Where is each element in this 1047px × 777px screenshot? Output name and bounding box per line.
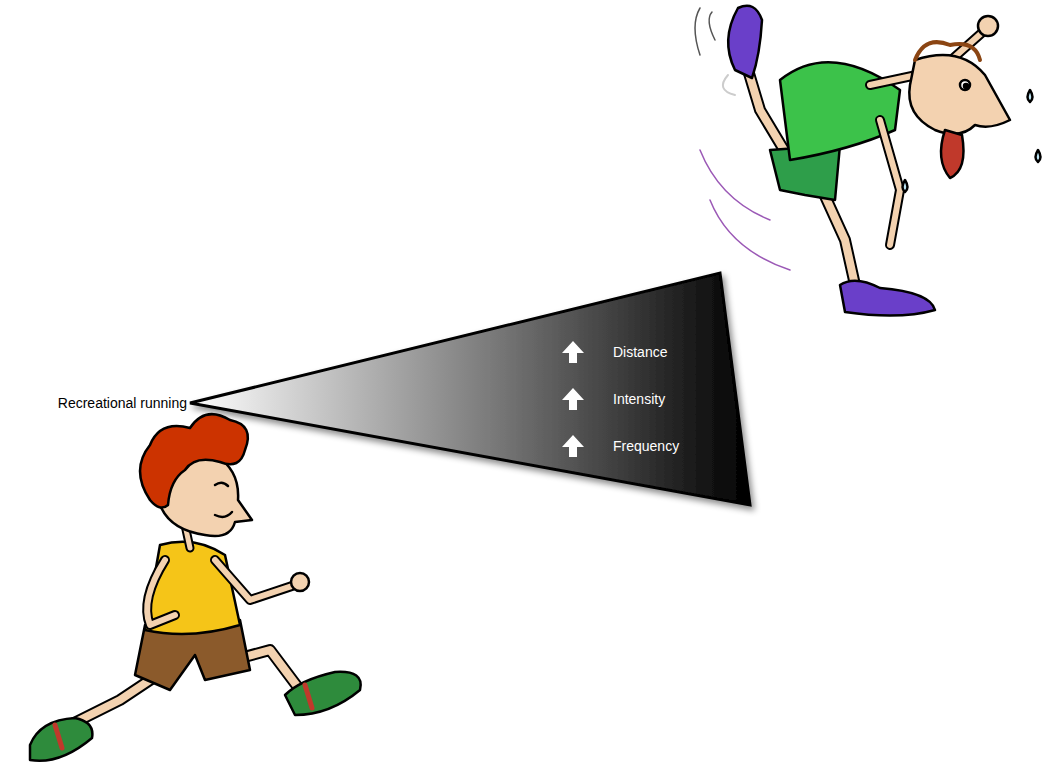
- up-arrow-symbol: [562, 388, 584, 410]
- wedge-outline: [190, 273, 750, 505]
- exhausted-runner: [695, 6, 1041, 316]
- wedge-band: Recreational running DistanceIntensityFre…: [5, 268, 765, 518]
- up-arrow-symbol: [562, 341, 584, 363]
- wedge-heading: Recreational running: [5, 395, 187, 411]
- happy-runner: [30, 414, 361, 761]
- up-arrow-symbol: [562, 435, 584, 457]
- factor-label: Distance: [613, 344, 733, 360]
- factor-label: Intensity: [613, 391, 733, 407]
- factor-label: Frequency: [613, 438, 733, 454]
